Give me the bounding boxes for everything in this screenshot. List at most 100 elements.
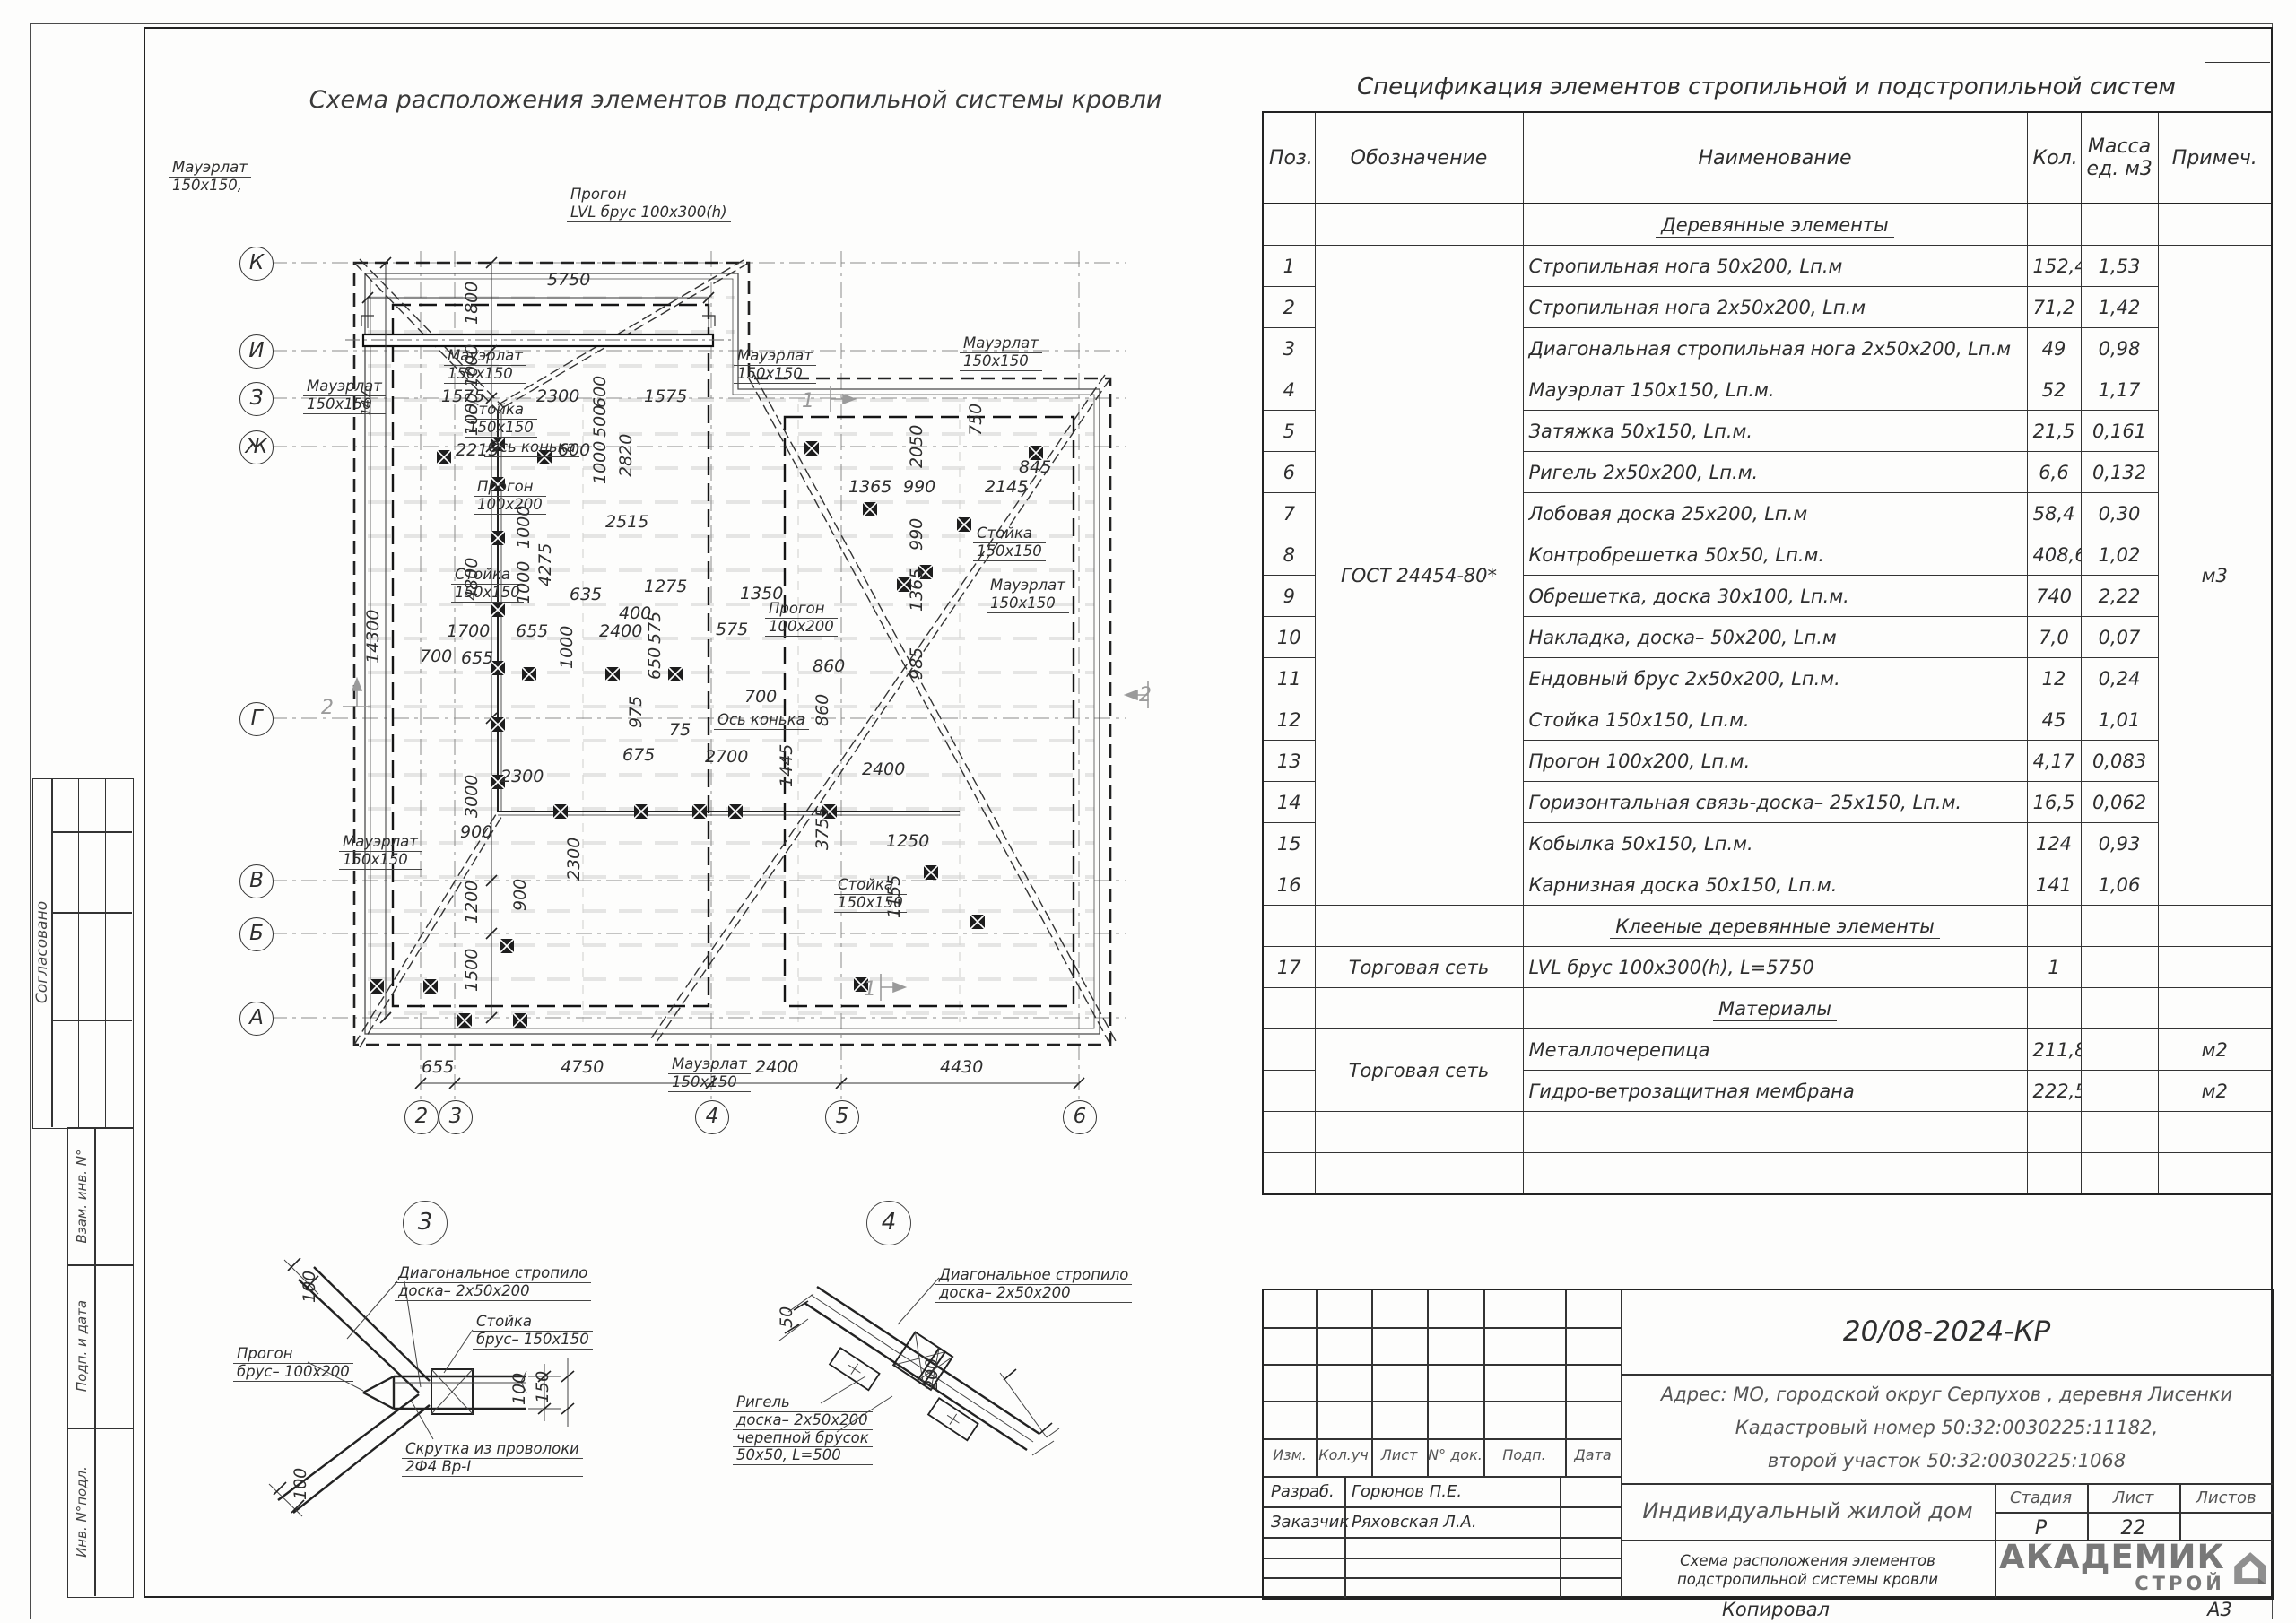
plan-dimension: 975: [626, 695, 646, 728]
address-line: Адрес: МО, городской округ Серпухов , де…: [1660, 1384, 2233, 1405]
plan-dimension: 2: [321, 697, 334, 719]
plan-dimension: 1575: [644, 386, 688, 406]
plan-dimension: 900: [460, 822, 493, 842]
plan-dimension: 1365: [848, 477, 892, 497]
plan-dimension: 1000: [590, 440, 610, 484]
plan-dimension: 2400: [755, 1057, 799, 1077]
tb-rev-col-4: Подп.: [1502, 1446, 1546, 1463]
drawing-name: Схема расположения элементов подстропиль…: [1676, 1551, 1939, 1588]
detail-dimension: 150: [533, 1370, 552, 1403]
plan-dimension: 650: [645, 647, 665, 680]
spec-name: Кобылка 50х150, Lп.м.: [1522, 822, 2028, 864]
spec-name: LVL брус 100х300(h), L=5750: [1522, 946, 2028, 988]
plan-dimension: 750: [966, 403, 986, 436]
spec-header-1: Обозначение: [1314, 111, 1524, 204]
detail-dimension: 50: [777, 1306, 796, 1328]
plan-dimension: 1350: [740, 584, 784, 603]
plan-dimension: 1200: [462, 880, 482, 924]
spec-name: Стропильная нога 50х200, Lп.м: [1522, 245, 2028, 287]
axis-bubble-2: 2: [404, 1100, 439, 1134]
plan-dimension: 2300: [500, 767, 544, 786]
tb-rev-col-5: Дата: [1574, 1446, 1612, 1463]
corner-box: [2205, 28, 2270, 63]
spec-name: Диагональная стропильная нога 2х50х200, …: [1522, 327, 2028, 369]
spec-header-2: Наименование: [1522, 111, 2028, 204]
plan-dimension: 985: [907, 647, 926, 680]
detail-3-number: 3: [403, 1201, 448, 1245]
format-label: А3: [2207, 1599, 2232, 1620]
detail-node-4: 4: [731, 1197, 1233, 1574]
plan-dimension: 75: [669, 720, 691, 740]
detail-dimension: 100: [291, 1467, 310, 1500]
detail-dimension: 100: [509, 1372, 529, 1405]
plan-dimension: 1700: [447, 621, 491, 641]
plan-dimension: 860: [813, 656, 846, 676]
sheets-label: Листов: [2196, 1488, 2257, 1507]
spec-designation: Торговая сеть: [1314, 946, 1524, 988]
spec-note: м2: [2157, 1028, 2273, 1071]
axis-bubble-5: 5: [825, 1100, 859, 1134]
plan-dimension: 4750: [561, 1057, 604, 1077]
doc-number: 20/08-2024-КР: [1842, 1315, 2051, 1348]
stamp-box-1: [67, 1127, 134, 1266]
plan-dimension: 5750: [547, 270, 591, 290]
plan-dimension: 1155: [884, 874, 904, 918]
tb-rev-col-1: Кол.уч: [1318, 1446, 1369, 1463]
spec-name: Накладка, доска– 50х200, Lп.м: [1522, 616, 2028, 658]
detail-dimension: 100: [300, 1270, 319, 1303]
axis-bubble-6: 6: [1063, 1100, 1097, 1134]
tb-rev-col-3: N° док.: [1428, 1446, 1483, 1463]
approved-box: [32, 778, 134, 1129]
spec-name: [1522, 1152, 2028, 1195]
plan-dimension: 1: [802, 390, 814, 412]
tb-developer-name: Горюнов П.Е.: [1352, 1482, 1463, 1501]
plan-dimension: 1000: [462, 343, 482, 387]
spec-name: Мауэрлат 150х150, Lп.м.: [1522, 369, 2028, 411]
spec-name: Клееные деревянные элементы: [1522, 905, 2028, 947]
tb-developer-label: Разраб.: [1271, 1482, 1335, 1501]
plan-dimension: 845: [1019, 457, 1052, 477]
axis-bubble-И: И: [239, 334, 274, 369]
plan-dimension: 1445: [777, 743, 796, 787]
logo-house-icon: [2234, 1552, 2266, 1584]
stage-label: Стадия: [2009, 1488, 2073, 1507]
spec-title: Спецификация элементов стропильной и под…: [1357, 74, 2176, 100]
axis-bubble-З: З: [239, 382, 274, 416]
spec-section-title: Клееные деревянные элементы: [1610, 915, 1940, 939]
tb-rev-col-2: Лист: [1380, 1446, 1418, 1463]
spec-row: [1262, 1111, 2273, 1153]
spec-name: Деревянные элементы: [1522, 203, 2028, 246]
hip-rafters: [353, 258, 1117, 1048]
logo-text-bottom: СТРОЙ: [2135, 1572, 2225, 1594]
spec-section-row: Деревянные элементы: [1262, 203, 2273, 246]
spec-name: Затяжка 50х150, Lп.м.: [1522, 410, 2028, 452]
plan-dimension: 2300: [564, 837, 584, 881]
plan-dimension: 2820: [616, 433, 636, 477]
stamp-box-2-label: Подп. и дата: [74, 1299, 90, 1393]
sheet-label: Лист: [2112, 1488, 2154, 1507]
plan-dimension: 4430: [940, 1057, 984, 1077]
spec-name: Материалы: [1522, 987, 2028, 1029]
plan-dimension: 2050: [907, 424, 926, 468]
plan-dimension: 400: [619, 603, 652, 623]
spec-name: Обрешетка, доска 30х100, Lп.м.: [1522, 575, 2028, 617]
